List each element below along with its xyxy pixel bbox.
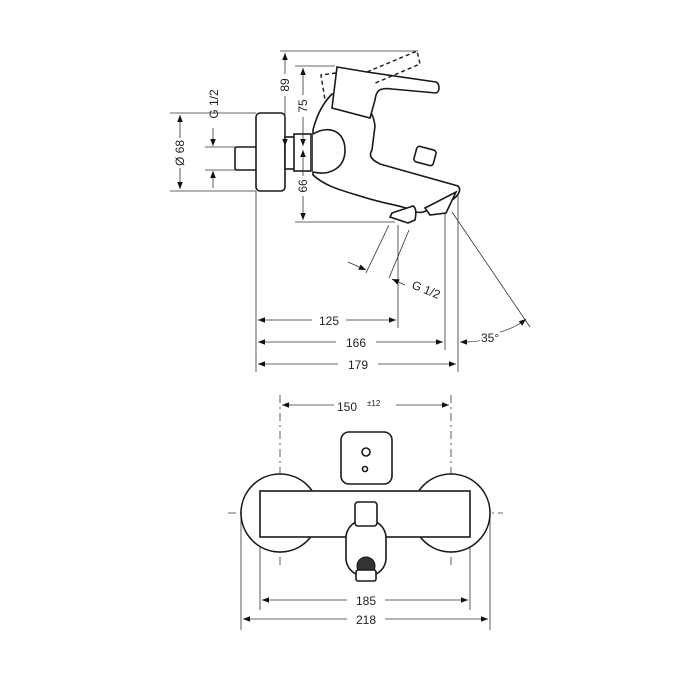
lever xyxy=(331,66,440,119)
lever-screw xyxy=(361,465,369,473)
dim-height-spout: 66 xyxy=(296,179,310,193)
wall-connector-stub xyxy=(234,146,258,171)
cartridge-dome xyxy=(312,128,346,174)
dim-projection-spout: 166 xyxy=(346,336,366,350)
dim-body-width: 185 xyxy=(356,594,376,608)
dim-thread-inlet: G 1/2 xyxy=(207,89,221,119)
lever-indicator xyxy=(361,447,371,457)
dim-height-lever: 75 xyxy=(296,99,310,113)
dim-arc-angle-right xyxy=(499,318,527,333)
extension-lines xyxy=(170,50,531,372)
diverter-knob-front xyxy=(354,501,378,527)
aerator xyxy=(423,190,458,216)
dim-total-width: 218 xyxy=(356,613,376,627)
dim-height-lever-open: 89 xyxy=(278,78,292,92)
dim-diameter: Ø 68 xyxy=(173,140,187,166)
dim-thread-outlet: G 1/2 xyxy=(410,278,443,302)
outlet-connector xyxy=(388,205,417,224)
lever-open-position xyxy=(320,50,421,101)
dim-centers: 150 xyxy=(337,400,357,414)
dim-centers-tolerance: ±12 xyxy=(367,399,381,408)
dim-angle: 35° xyxy=(481,331,499,345)
diverter-knob xyxy=(413,145,437,167)
dim-line-thread-outlet-left xyxy=(347,261,367,271)
dim-line-thread-outlet-right xyxy=(391,278,406,286)
wall-rosette xyxy=(255,112,286,192)
side-view: Ø 68 G 1/2 89 75 66 G 1/2 125 166 179 35… xyxy=(170,50,531,372)
lever-cap xyxy=(340,431,393,485)
dim-projection-total: 179 xyxy=(348,358,368,372)
union-nut xyxy=(293,133,312,172)
front-view: 150 ±12 185 218 xyxy=(228,395,503,630)
aerator-nut xyxy=(355,569,377,582)
dim-projection-outlet: 125 xyxy=(319,314,339,328)
dim-arc-angle-left xyxy=(459,339,481,345)
